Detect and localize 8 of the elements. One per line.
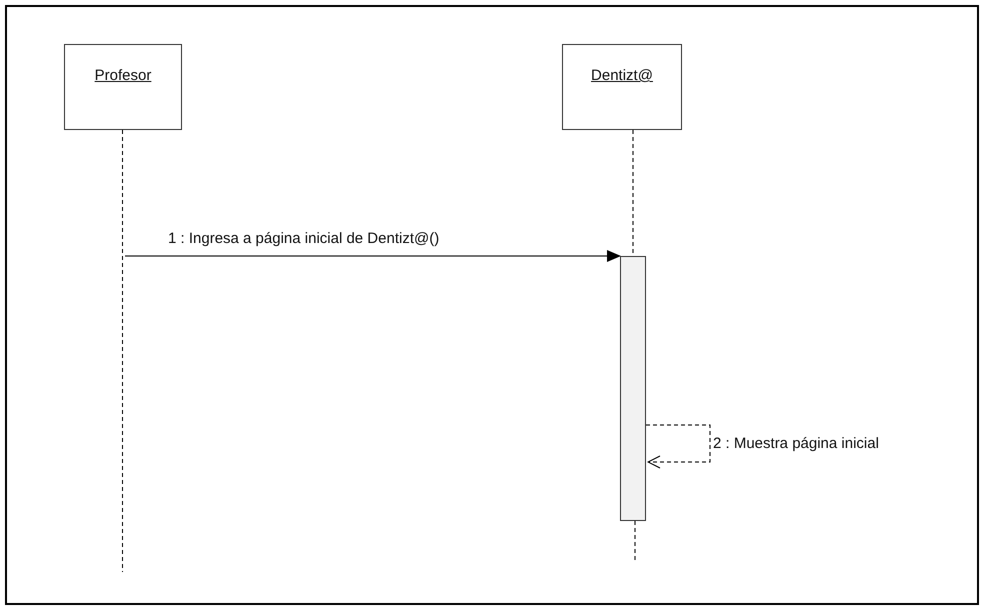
message-label: 1 : Ingresa a página inicial de Dentizt@(): [168, 230, 440, 247]
lifeline-head-box: [562, 44, 682, 130]
participant-name: Dentizt@: [591, 67, 653, 86]
message-arrow: [124, 250, 621, 262]
message-label: 2 : Muestra página inicial: [713, 435, 879, 452]
return-message-arrow: [646, 424, 710, 468]
activation-bar: [620, 256, 646, 521]
participant-name: Profesor: [94, 67, 152, 86]
